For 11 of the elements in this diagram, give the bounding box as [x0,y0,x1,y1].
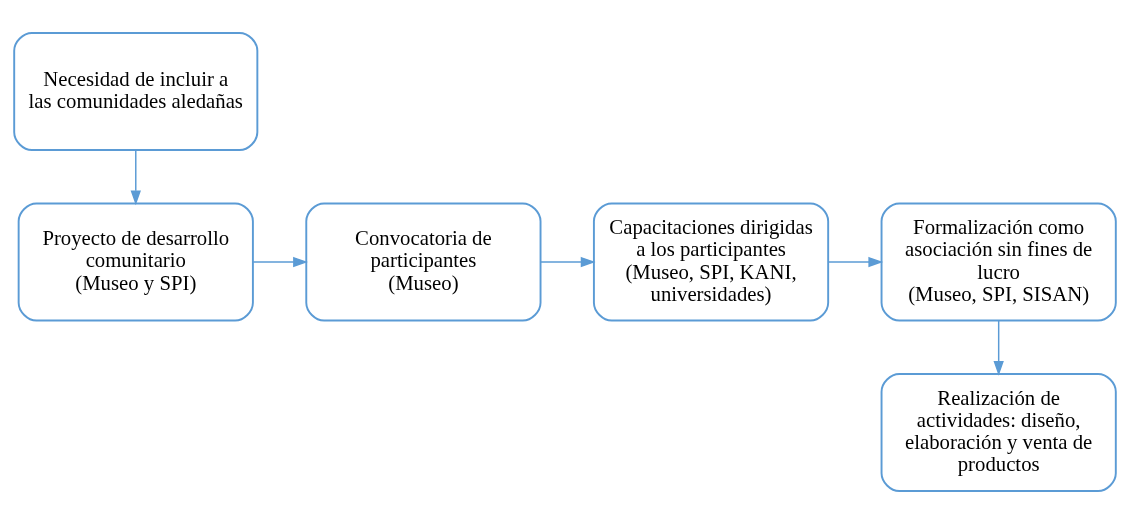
arrow [827,256,884,268]
node-box: Necesidad de incluir a las comunidades aledañas [13,31,259,152]
arrow [130,149,141,206]
node-box: Proyecto de desarrollo comunitario (Museo y SPI) [17,202,254,322]
node-box: Capacitaciones dirigidas a los participantes (Museo, SPI, KANI, universidades) [592,202,830,322]
arrow [252,256,308,268]
arrow [540,256,596,268]
node-box: Formalización como asociación sin fines de lucro (Museo, SPI, SISAN) [880,202,1117,322]
node-box: Realización de actividades: diseño, elaboración y venta de productos [880,372,1117,493]
arrow [993,319,1004,376]
node-box: Convocatoria de participantes (Museo) [305,202,542,322]
